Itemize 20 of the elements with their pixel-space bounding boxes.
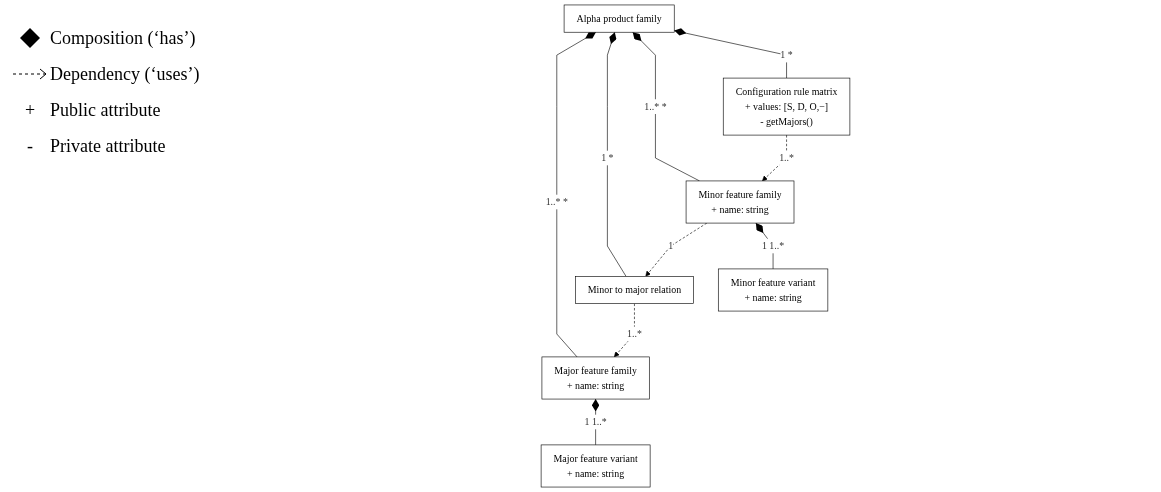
class-box: Alpha product family [563, 4, 675, 33]
class-box: Major feature family + name: string [541, 356, 650, 400]
multiplicity-label: 1 1..* [761, 238, 785, 254]
multiplicity-label: 1 1..* [584, 414, 607, 430]
class-box: Minor feature family + name: string [685, 180, 795, 224]
legend-text: Public attribute [50, 99, 161, 121]
multiplicity-label: 1..* * [644, 99, 667, 114]
class-box: Minor to major relation [575, 276, 694, 304]
multiplicity-label: 1..* [627, 326, 642, 342]
class-box: Configuration rule matrix + values: [S, D, O,−] - getMajors() [722, 77, 851, 136]
multiplicity-label: 1 * [601, 150, 614, 166]
class-box: Major feature variant + name: string [540, 444, 651, 488]
multiplicity-label: 1..* * [545, 194, 568, 210]
class-box: Minor feature variant + name: string [718, 268, 829, 312]
legend-text: Dependency (‘uses’) [50, 63, 200, 85]
legend-text: Composition (‘has’) [50, 27, 196, 49]
legend-text: Private attribute [50, 135, 166, 157]
attribute-sign: + [24, 99, 36, 121]
attribute-sign: - [27, 135, 33, 157]
multiplicity-label: 1..* [779, 150, 794, 166]
